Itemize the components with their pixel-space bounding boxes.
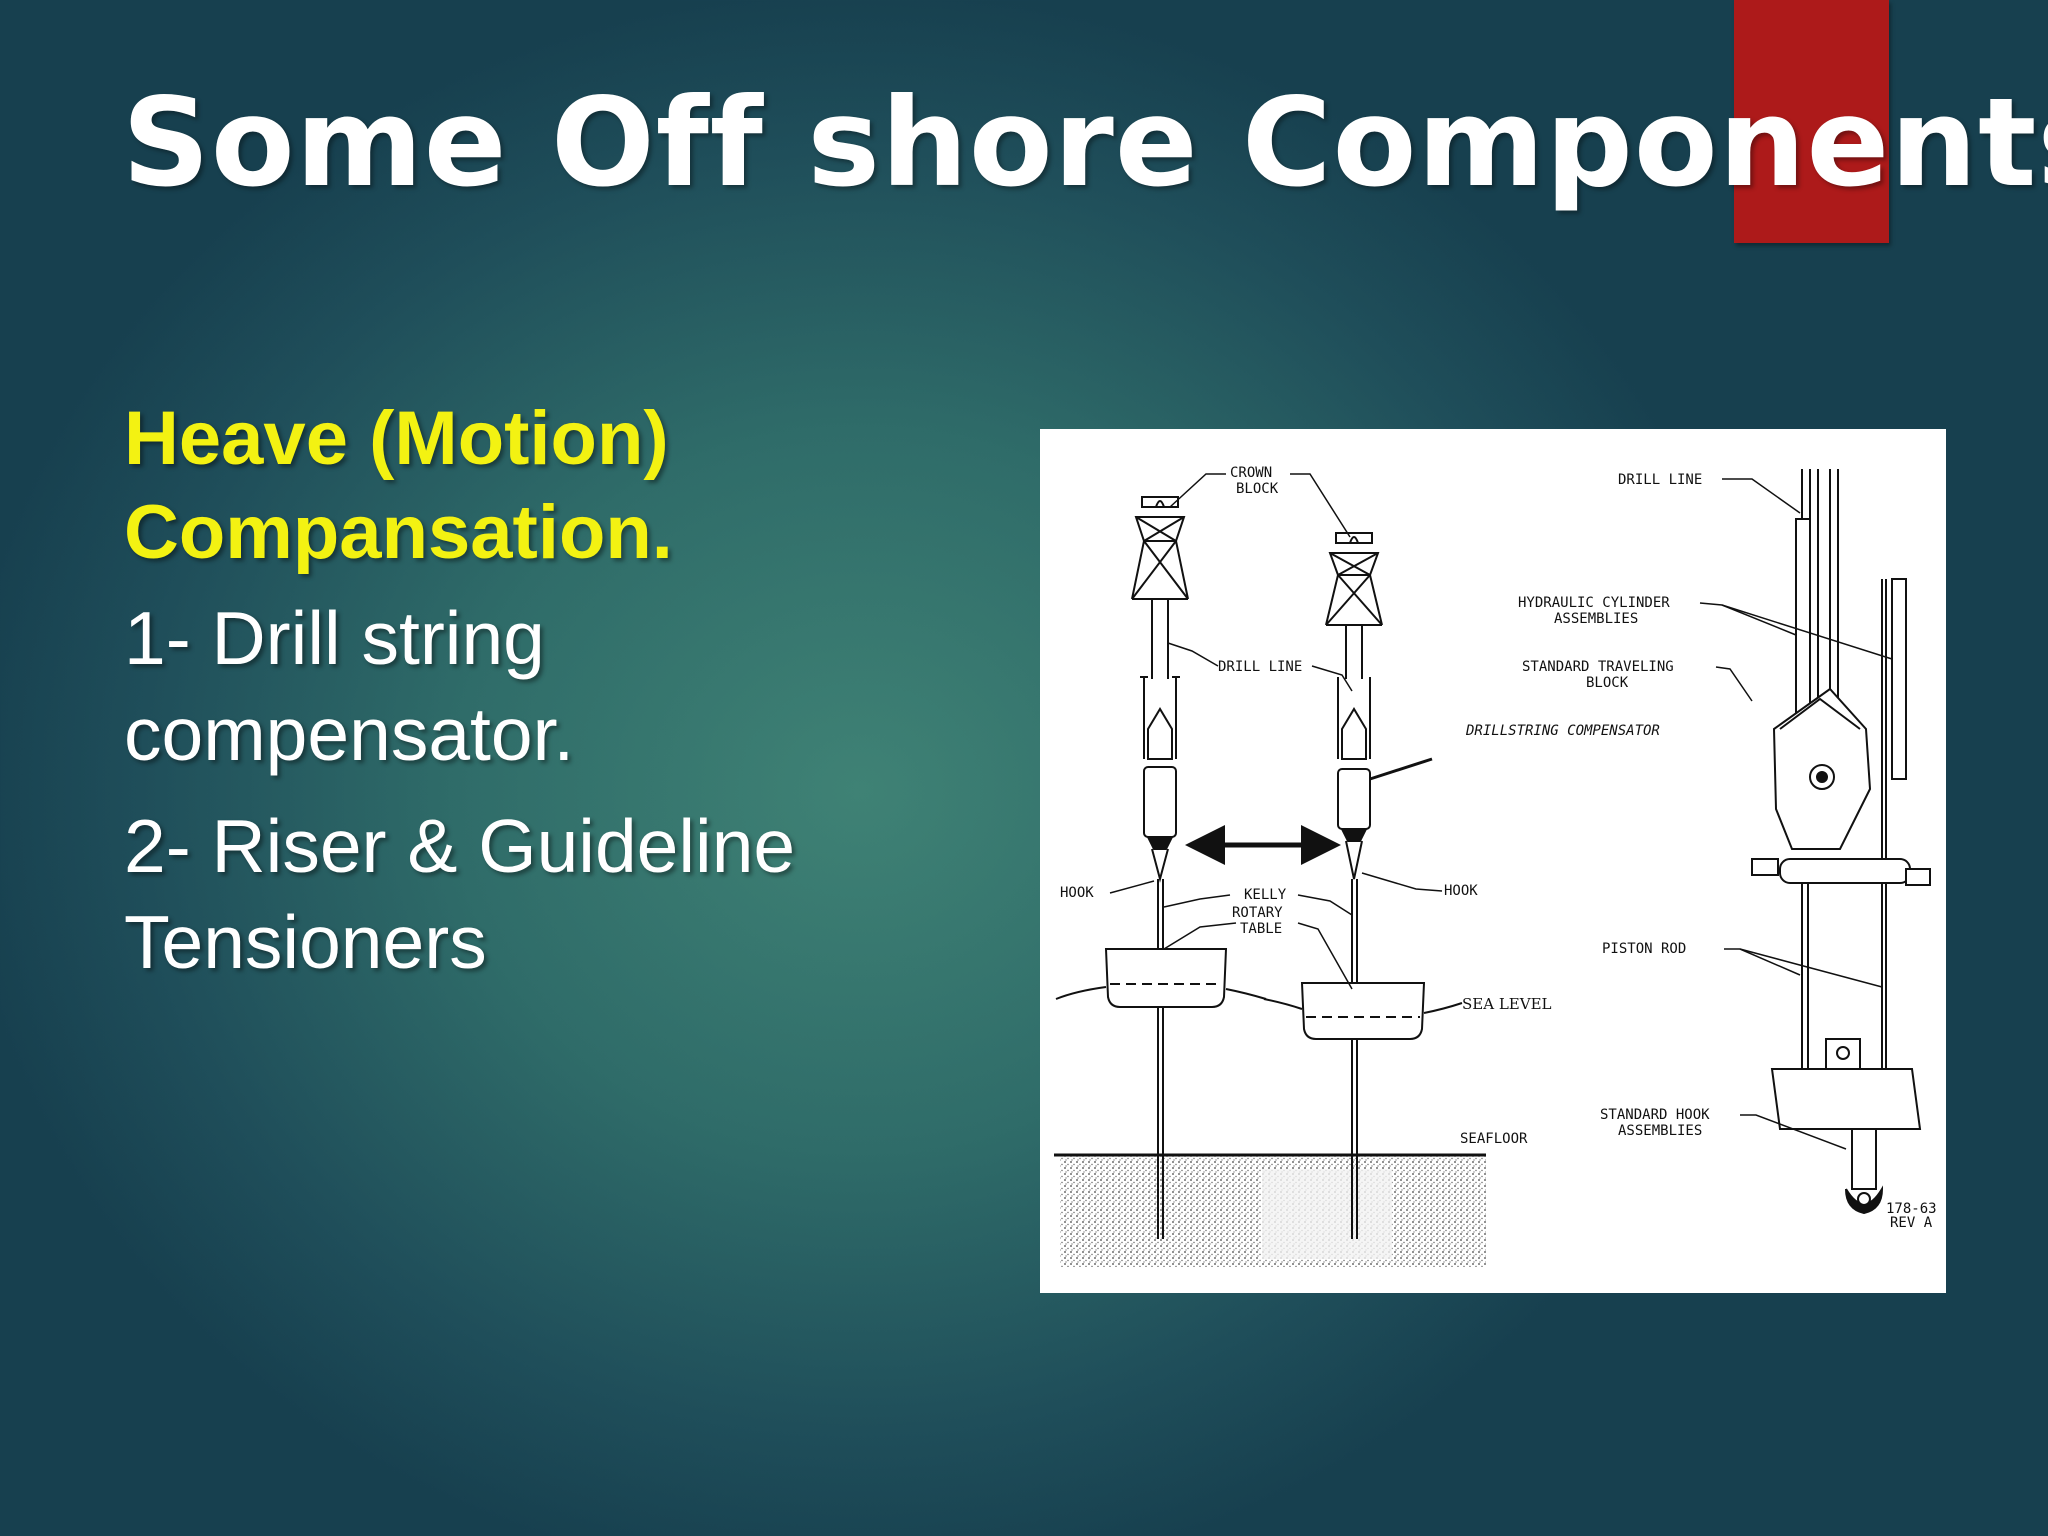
compensator-diagram-svg: CROWN BLOCK DRILL LINE HOOK KELLY ROTARY… [1054, 465, 1937, 1267]
drillstring-compensator-label: DRILLSTRING COMPENSATOR [1465, 723, 1660, 739]
slide-content: Heave (Motion) Compansation. 1- Drill st… [124, 392, 944, 990]
rotary-table-label-line2: TABLE [1240, 921, 1282, 937]
drill-line-label-right: DRILL LINE [1618, 472, 1702, 488]
traveling-block-label-line2: BLOCK [1586, 675, 1629, 691]
traveling-block-label-line1: STANDARD TRAVELING [1522, 659, 1674, 675]
crown-block-label-line2: BLOCK [1236, 481, 1279, 497]
left-drill-string [1140, 599, 1180, 1239]
piston-rod-label: PISTON ROD [1602, 941, 1686, 957]
compensator-assembly [1751, 469, 1931, 1215]
hydraulic-cylinder-label-line1: HYDRAULIC CYLINDER [1518, 595, 1670, 611]
bullet-item: 2- Riser & Guideline Tensioners [124, 804, 796, 984]
hook-label-right: HOOK [1444, 883, 1478, 899]
sea-level-label: SEA LEVEL [1462, 995, 1552, 1013]
right-drill-string [1337, 625, 1433, 1239]
drawing-number-line2: REV A [1890, 1215, 1933, 1231]
hydraulic-cylinder-label-line2: ASSEMBLIES [1554, 611, 1638, 627]
seafloor-disturbed-area [1262, 1169, 1392, 1259]
right-vessel [1263, 982, 1463, 1040]
title-accent-bar [1734, 0, 1889, 243]
right-leader-lines [1699, 478, 1893, 1150]
hook-label-left: HOOK [1060, 885, 1094, 901]
compensator-diagram: CROWN BLOCK DRILL LINE HOOK KELLY ROTARY… [1040, 429, 1946, 1293]
left-leader-lines [1109, 473, 1443, 990]
section-heading: Heave (Motion) Compansation. [124, 396, 673, 575]
slide-title: Some Off shore Components [122, 72, 2048, 214]
right-derrick [1325, 532, 1383, 626]
hook-assemblies-label-line1: STANDARD HOOK [1600, 1107, 1710, 1123]
left-vessel [1055, 948, 1267, 1008]
kelly-label: KELLY [1244, 887, 1287, 903]
hook-assemblies-label-line2: ASSEMBLIES [1618, 1123, 1702, 1139]
left-derrick [1131, 496, 1189, 600]
bullet-item: 1- Drill string compensator. [124, 596, 575, 776]
crown-block-label-line1: CROWN [1230, 465, 1272, 481]
rotary-table-label-line1: ROTARY [1232, 905, 1283, 921]
drill-line-label-left: DRILL LINE [1218, 659, 1302, 675]
drawing-number-line1: 178-63 [1886, 1201, 1937, 1217]
seafloor-label: SEAFLOOR [1460, 1131, 1528, 1147]
